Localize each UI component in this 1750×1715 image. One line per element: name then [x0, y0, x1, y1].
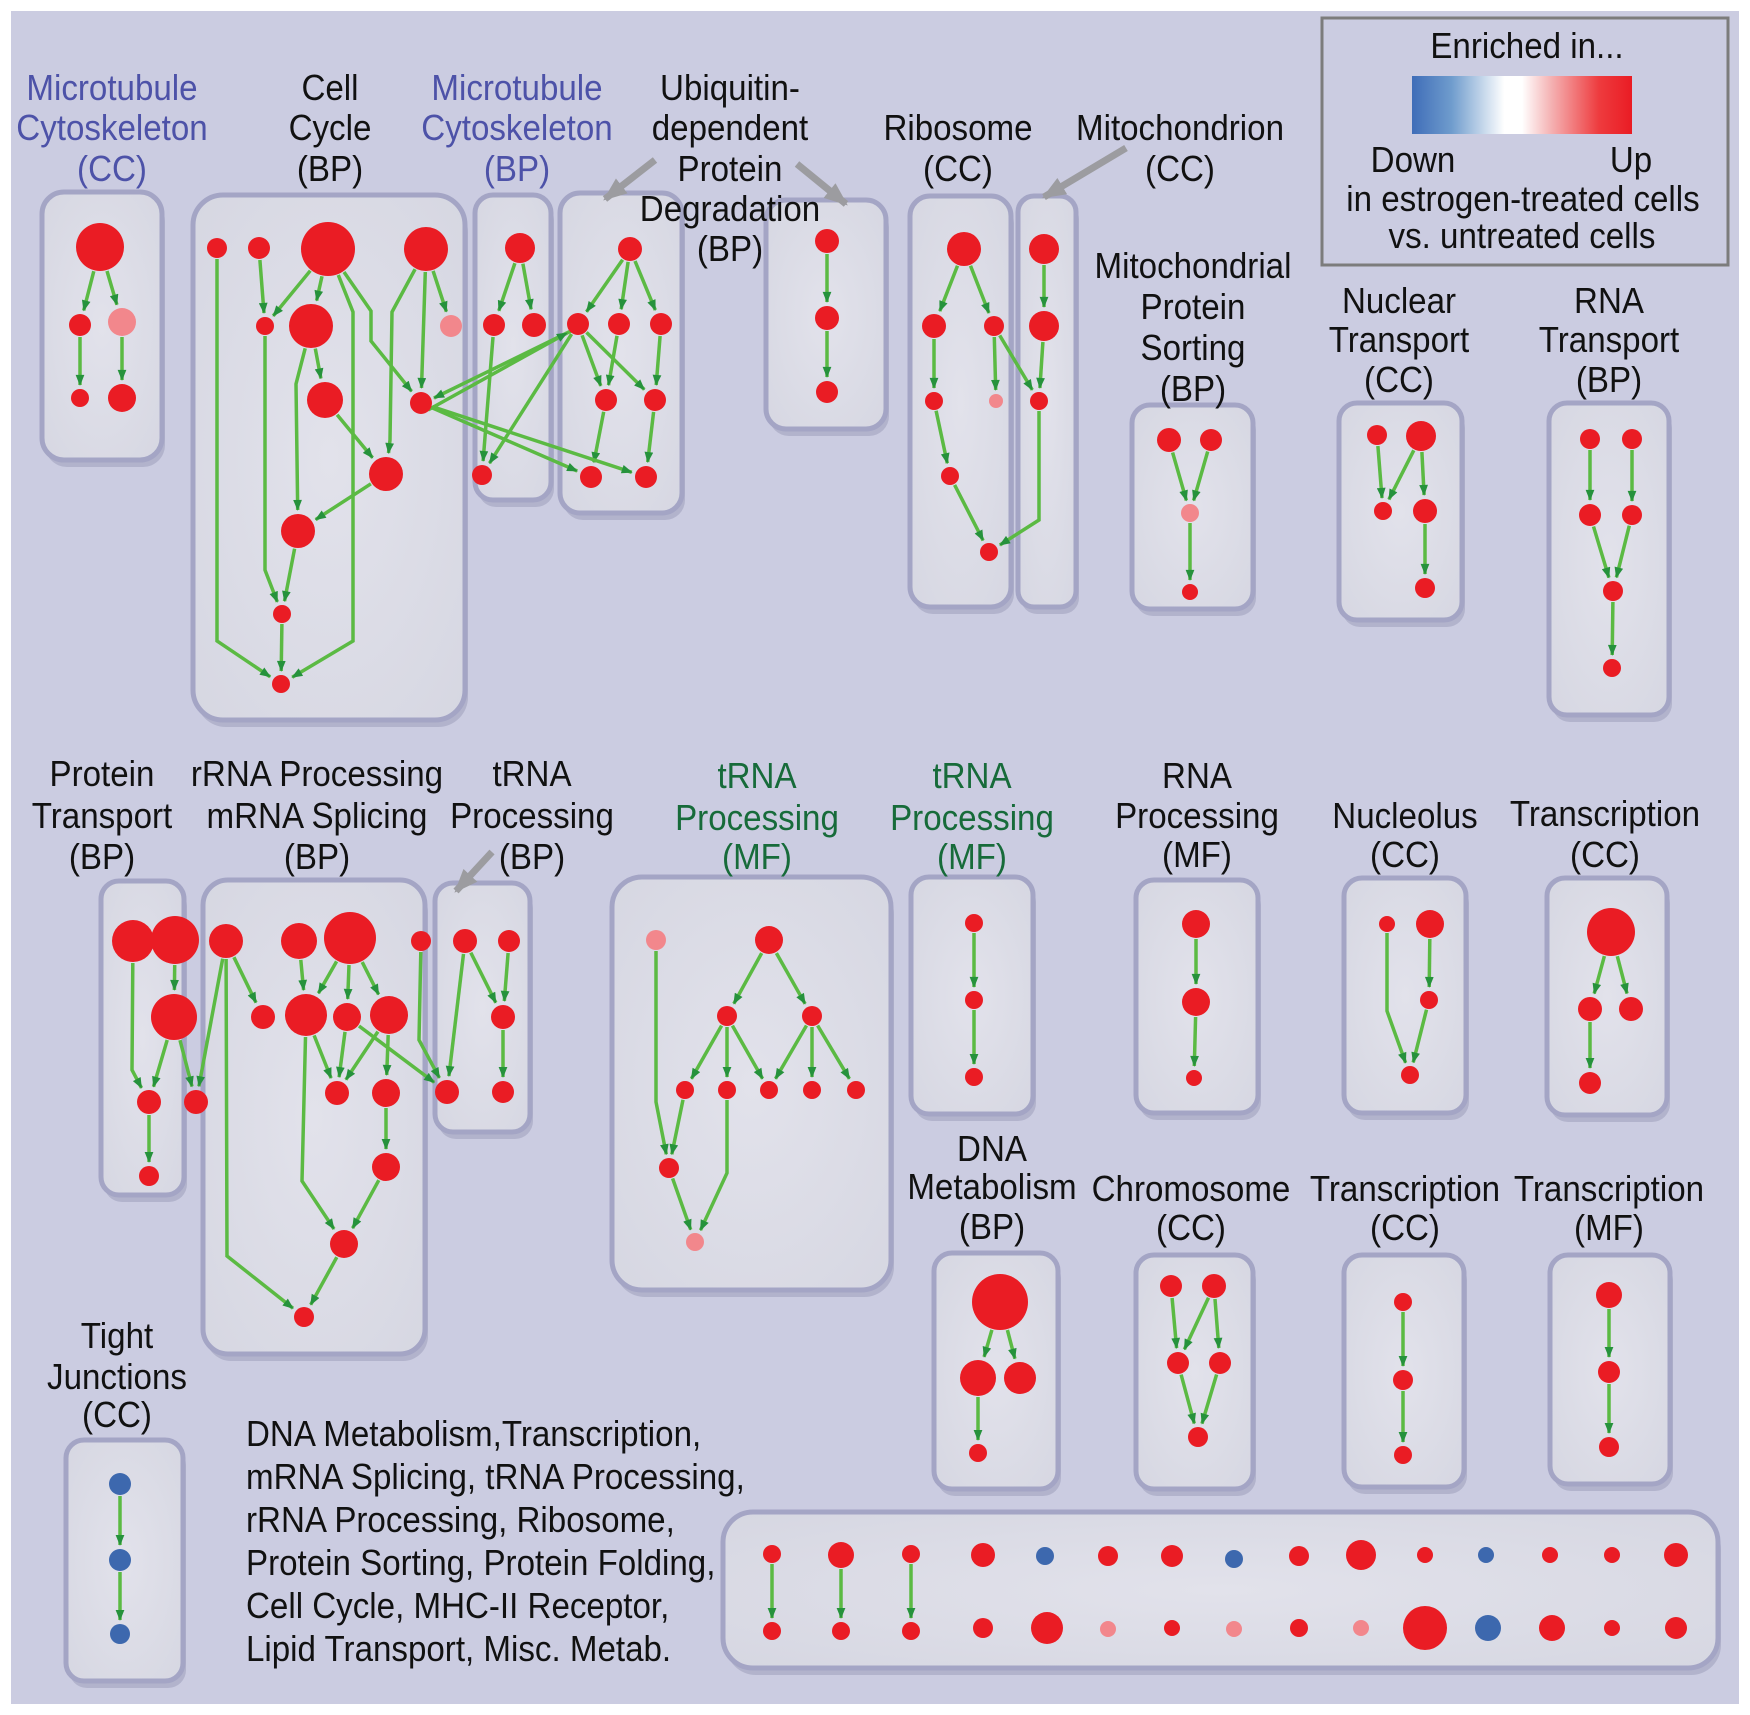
svg-text:(CC): (CC): [1145, 148, 1215, 189]
svg-text:(CC): (CC): [1156, 1207, 1226, 1248]
svg-text:Transport: Transport: [1329, 319, 1470, 360]
svg-text:(CC): (CC): [923, 148, 993, 189]
svg-text:Transport: Transport: [1539, 319, 1680, 360]
svg-text:(BP): (BP): [1160, 368, 1226, 409]
svg-text:Mitochondrial: Mitochondrial: [1095, 245, 1292, 286]
svg-text:(CC): (CC): [1570, 834, 1640, 875]
svg-text:mRNA Splicing, tRNA Processing: mRNA Splicing, tRNA Processing,: [246, 1456, 745, 1497]
svg-text:in estrogen-treated cells: in estrogen-treated cells: [1346, 178, 1699, 219]
svg-text:RNA: RNA: [1162, 755, 1232, 796]
svg-text:Processing: Processing: [1115, 795, 1279, 836]
svg-text:(BP): (BP): [959, 1206, 1025, 1247]
svg-text:Mitochondrion: Mitochondrion: [1076, 107, 1284, 148]
svg-text:(CC): (CC): [1364, 359, 1434, 400]
svg-text:(CC): (CC): [82, 1394, 152, 1435]
svg-text:Microtubule: Microtubule: [26, 67, 197, 108]
svg-text:Processing: Processing: [890, 797, 1054, 838]
svg-text:mRNA Splicing: mRNA Splicing: [207, 795, 428, 836]
svg-text:(BP): (BP): [69, 836, 135, 877]
svg-text:Metabolism: Metabolism: [907, 1166, 1076, 1207]
svg-text:Microtubule: Microtubule: [431, 67, 602, 108]
svg-text:(BP): (BP): [297, 148, 363, 189]
svg-text:(CC): (CC): [1370, 834, 1440, 875]
svg-text:Ribosome: Ribosome: [883, 107, 1032, 148]
svg-text:Transport: Transport: [32, 795, 173, 836]
svg-text:Enriched in...: Enriched in...: [1430, 25, 1623, 66]
svg-text:Cytoskeleton: Cytoskeleton: [421, 107, 612, 148]
svg-text:Up: Up: [1610, 139, 1652, 180]
svg-text:Protein: Protein: [50, 753, 155, 794]
svg-text:(BP): (BP): [484, 148, 550, 189]
svg-text:Down: Down: [1371, 139, 1456, 180]
svg-text:(MF): (MF): [722, 836, 792, 877]
svg-text:vs. untreated cells: vs. untreated cells: [1389, 215, 1656, 256]
svg-text:Tight: Tight: [81, 1315, 153, 1356]
svg-text:Lipid Transport, Misc. Metab.: Lipid Transport, Misc. Metab.: [246, 1628, 671, 1669]
svg-text:Cytoskeleton: Cytoskeleton: [16, 107, 207, 148]
svg-text:(MF): (MF): [1162, 834, 1232, 875]
svg-text:Nuclear: Nuclear: [1342, 280, 1456, 321]
svg-text:tRNA: tRNA: [717, 755, 796, 796]
svg-text:(MF): (MF): [1574, 1207, 1644, 1248]
svg-text:Nucleolus: Nucleolus: [1332, 795, 1477, 836]
svg-text:(CC): (CC): [77, 148, 147, 189]
svg-text:Transcription: Transcription: [1310, 1168, 1500, 1209]
svg-text:Cell Cycle, MHC-II Receptor,: Cell Cycle, MHC-II Receptor,: [246, 1585, 669, 1626]
svg-text:tRNA: tRNA: [492, 753, 571, 794]
svg-text:tRNA: tRNA: [932, 755, 1011, 796]
svg-text:Ubiquitin-: Ubiquitin-: [660, 67, 800, 108]
svg-text:Protein Sorting, Protein Foldi: Protein Sorting, Protein Folding,: [246, 1542, 715, 1583]
svg-text:RNA: RNA: [1574, 280, 1644, 321]
svg-text:Processing: Processing: [675, 797, 839, 838]
svg-text:Sorting: Sorting: [1141, 327, 1246, 368]
svg-text:Processing: Processing: [450, 795, 614, 836]
svg-text:Degradation: Degradation: [640, 188, 820, 229]
svg-text:(BP): (BP): [499, 836, 565, 877]
svg-text:(MF): (MF): [937, 836, 1007, 877]
svg-text:(BP): (BP): [1576, 359, 1642, 400]
svg-text:(BP): (BP): [284, 836, 350, 877]
svg-text:Junctions: Junctions: [47, 1356, 187, 1397]
svg-text:(CC): (CC): [1370, 1207, 1440, 1248]
svg-text:Cycle: Cycle: [289, 107, 372, 148]
svg-text:(BP): (BP): [697, 228, 763, 269]
svg-text:Transcription: Transcription: [1510, 793, 1700, 834]
svg-text:Chromosome: Chromosome: [1092, 1168, 1291, 1209]
svg-text:Transcription: Transcription: [1514, 1168, 1704, 1209]
svg-text:DNA Metabolism,Transcription,: DNA Metabolism,Transcription,: [246, 1413, 701, 1454]
svg-text:rRNA Processing, Ribosome,: rRNA Processing, Ribosome,: [246, 1499, 675, 1540]
svg-text:Protein: Protein: [1141, 286, 1246, 327]
svg-text:dependent: dependent: [652, 107, 809, 148]
svg-text:rRNA Processing: rRNA Processing: [191, 753, 443, 794]
svg-text:DNA: DNA: [957, 1128, 1027, 1169]
svg-text:Cell: Cell: [301, 67, 358, 108]
svg-text:Protein: Protein: [678, 148, 783, 189]
